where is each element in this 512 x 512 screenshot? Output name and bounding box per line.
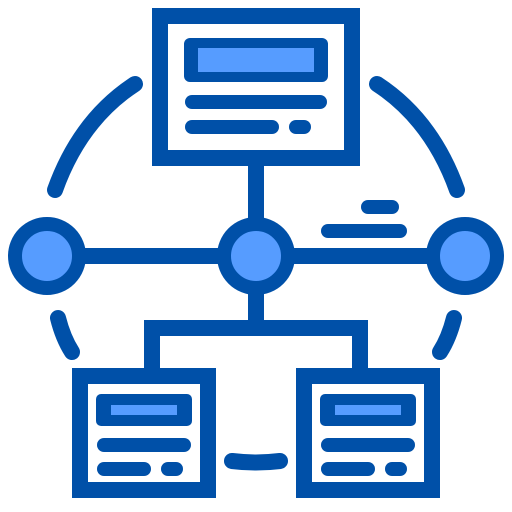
top-document [152, 8, 360, 166]
ring-arc-top-right [369, 76, 465, 198]
ring-arc-right-lower [432, 310, 462, 360]
connectors [80, 162, 432, 376]
top-document-frame [152, 8, 360, 166]
node-left [8, 217, 86, 295]
top-document-header-fill [198, 48, 314, 72]
ring-arc-top-left [47, 76, 143, 198]
ring-arcs [47, 76, 465, 471]
node-center [217, 217, 295, 295]
connector-branch [144, 320, 368, 376]
accent-dashes [321, 200, 407, 238]
ring-arc-left-lower [50, 310, 80, 360]
ring-arc-bottom [224, 453, 288, 471]
nodes [8, 217, 504, 295]
bottom-left-document-header-fill [111, 405, 177, 415]
node-right [426, 217, 504, 295]
bottom-left-document [72, 368, 216, 498]
bottom-right-document-header-fill [335, 405, 401, 415]
bottom-right-document [296, 368, 440, 498]
